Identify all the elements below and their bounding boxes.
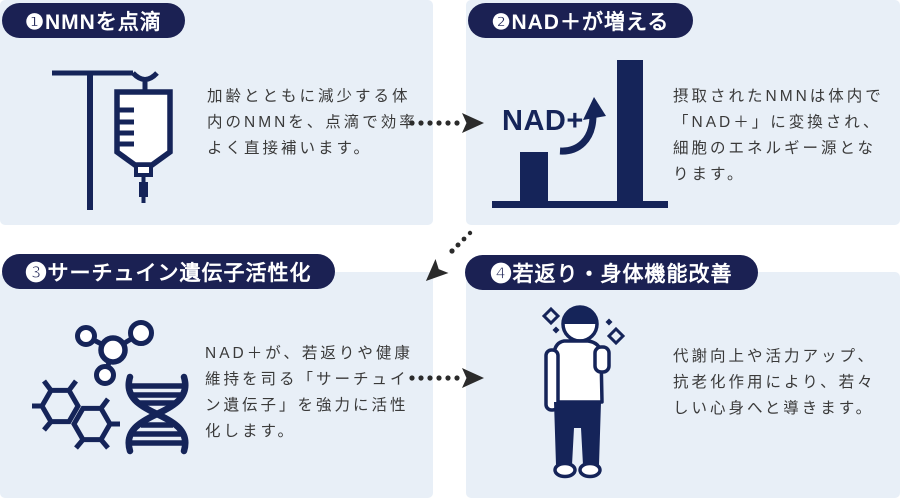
nad-plus-label: NAD+	[502, 105, 584, 137]
dotted-arrow-right-step1-step2-icon	[409, 113, 484, 133]
step4-title-badge: ❹若返り・身体機能改善	[465, 255, 758, 290]
step3-description: NAD＋が、若返りや健康 維持を司る「サーチュイ ン遺伝子」を強力に活性 化しま…	[205, 345, 413, 440]
step4-title: ❹若返り・身体機能改善	[490, 262, 733, 286]
rejuvenated-person-icon	[541, 305, 626, 479]
step1-title-badge: ❶NMNを点滴	[2, 3, 185, 38]
step3-title: ❸サーチュイン遺伝子活性化	[25, 261, 312, 285]
step2-description: 摂取されたNMNは体内で 「NAD＋」に変換され、 細胞のエネルギー源とな りま…	[673, 88, 884, 183]
dotted-arrow-down-left-step2-step3-icon	[425, 230, 473, 282]
step3-title-badge: ❸サーチュイン遺伝子活性化	[2, 254, 335, 289]
iv-drip-icon	[52, 70, 173, 210]
step2-title-badge: ❷NAD＋が増える	[468, 3, 693, 38]
step1-description: 加齢とともに減少する体 内のNMNを、点滴で効率 よく直接補います。	[207, 88, 418, 157]
dotted-arrow-right-step3-step4-icon	[409, 368, 484, 388]
step1-title: ❶NMNを点滴	[25, 10, 162, 34]
nad-bar-chart-icon	[492, 60, 668, 208]
step4-description: 代謝向上や活力アップ、 抗老化作用により、若々 しい心身へと導きます。	[673, 348, 877, 417]
panel-rejuvenation	[466, 272, 900, 498]
step2-title: ❷NAD＋が増える	[491, 10, 670, 34]
sirtuin-gene-icon	[32, 320, 189, 455]
